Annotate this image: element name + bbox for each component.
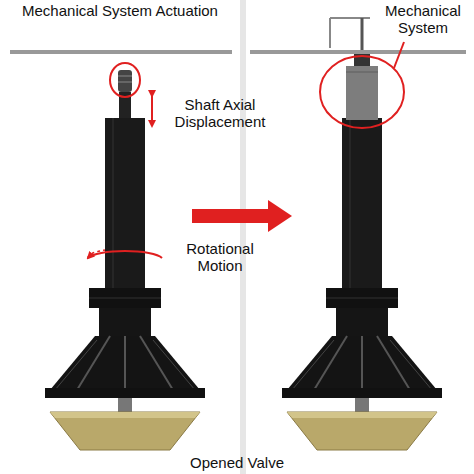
caption-label: Opened Valve: [177, 454, 297, 471]
annotation-label: Mechanical System: [376, 2, 470, 36]
annotation-label: Mechanical System Actuation: [20, 2, 220, 19]
annotation-label: Rotational Motion: [165, 240, 275, 274]
annotation-label: Shaft Axial Displacement: [160, 96, 280, 130]
